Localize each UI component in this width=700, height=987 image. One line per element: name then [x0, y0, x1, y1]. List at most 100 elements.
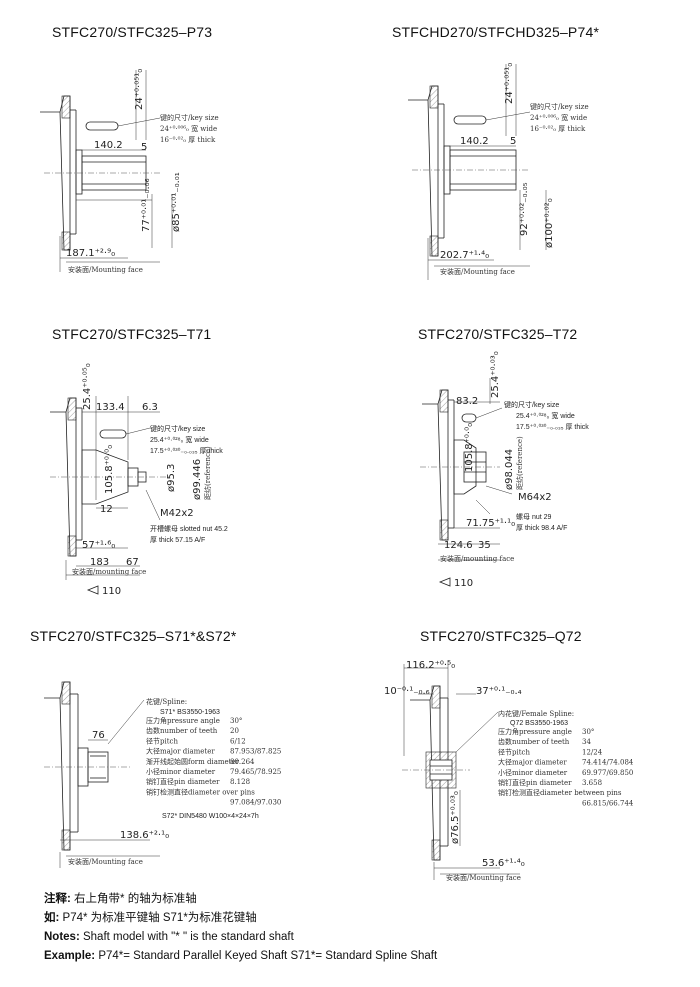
s71-spline-value: 20 [230, 727, 239, 735]
drawing-p73: 24⁺⁰·⁰⁵¹₀ 键的尺寸/key size 24⁺⁰·⁰⁰⁶₀ 宽 wide… [40, 69, 219, 274]
p73-dim-len: 140.2 [94, 140, 123, 151]
s71-spline-label: 销钉直径pin diameter [146, 777, 220, 786]
note-4-label: Example: [44, 950, 96, 962]
q72-dim-765: ø76.5⁺⁰·⁰³₀ [450, 791, 461, 844]
t71-dim-183: 183 [90, 557, 109, 568]
s71-spline-label: 齿数number of teeth [146, 726, 218, 735]
q72-dim-10: 10⁻⁰·¹₋₀.₆ [384, 686, 430, 697]
p73-key-size: 键的尺寸/key size [160, 113, 219, 122]
t72-dim-98: ø98.044 [504, 449, 515, 490]
t72-key-thick: 17.5⁺⁰·⁰³⁰₋₀.₀₃₅ 厚 thick [516, 423, 589, 431]
s71-spline-label: 压力角pressure angle [146, 716, 220, 725]
q72-spline-label: 小径minor diameter [498, 768, 568, 777]
q72-spline-value: 66.815/66.744 [582, 799, 634, 807]
q72-dim-536: 53.6⁺¹·⁴₀ [482, 858, 525, 869]
t72-dim-7175: 71.75⁺¹·¹₀ [466, 518, 515, 529]
t71-thread: M42x2 [160, 508, 194, 519]
q72-mount: 安装面/Mounting face [446, 873, 521, 882]
q72-spline-label: 大径major diameter [498, 758, 567, 767]
note-line-2: 如: P74* 为标准平键轴 S71*为标准花键轴 [44, 909, 437, 928]
p74-dim-base: 202.7⁺¹·⁴₀ [440, 250, 489, 261]
t72-dim-98-note: 距纺(reference) [515, 436, 524, 490]
q72-spline-label: 压力角pressure angle [498, 727, 572, 736]
note-line-1: 注释: 右上角带* 的轴为标准轴 [44, 890, 437, 909]
s71-spline-value: 80.264 [230, 758, 255, 766]
p73-dim-dia: ø85⁺⁰·⁰¹₋₀.₀₁ [171, 172, 182, 232]
s71-spline-label: 渐开线起始圆form diameter [146, 757, 240, 766]
t71-dim-67: 67 [126, 557, 139, 568]
q72-spline-value: 30° [582, 728, 594, 736]
q72-spline-label: 齿数number of teeth [498, 737, 570, 746]
q72-dim-1162: 116.2⁺⁰·⁵₀ [406, 660, 455, 671]
p74-key-wide: 24⁺⁰·⁰⁰⁶₀ 宽 wide [530, 113, 587, 122]
t72-thread: M64x2 [518, 492, 552, 503]
t72-dim-105: 105.8⁺⁰·⁰₀ [464, 423, 475, 472]
p74-dim-5: 5 [510, 136, 516, 147]
note-4-text: P74*= Standard Parallel Keyed Shaft S71*… [95, 950, 438, 962]
t72-dim-832: 83.2 [456, 396, 478, 407]
t72-taper: 110 [454, 578, 473, 589]
t71-taper-icon [86, 585, 99, 595]
drawing-q72: 116.2⁺⁰·⁵₀ 10⁻⁰·¹₋₀.₆ 37⁺⁰·¹₋₀.₄ 内花键/Fem… [384, 660, 634, 882]
note-2-text: P74* 为标准平键轴 S71*为标准花键轴 [59, 912, 257, 924]
t71-dim-133: 133.4 [96, 402, 125, 413]
p74-dim-len: 140.2 [460, 136, 489, 147]
p74-dim-92: 92⁺⁰·⁰²₋₀.₀₅ [519, 182, 530, 236]
s71-spline-label: 径节pitch [146, 736, 178, 745]
t71-dim-12: 12 [100, 504, 113, 515]
title-t71: STFC270/STFC325–T71 [52, 326, 212, 342]
t72-key-wide: 25.4⁺⁰·⁰²⁸₀ 宽 wide [516, 411, 575, 420]
t71-key-wide: 25.4⁺⁰·⁰²⁸₀ 宽 wide [150, 435, 209, 444]
p73-mount: 安装面/Mounting face [68, 265, 143, 274]
t71-dim-57: 57⁺¹·⁶₀ [82, 540, 115, 551]
drawing-p74: 24⁺⁰·⁰⁵¹₀ 键的尺寸/key size 24⁺⁰·⁰⁰⁶₀ 宽 wide… [408, 63, 589, 280]
q72-spline-label: 销钉检测直径diameter between pins [498, 788, 622, 797]
title-q72: STFC270/STFC325–Q72 [420, 628, 582, 644]
q72-dim-37: 37⁺⁰·¹₋₀.₄ [476, 686, 522, 697]
note-3-text: Shaft model with "* " is the standard sh… [79, 931, 294, 943]
q72-spline-head: 内花键/Female Spline: [498, 709, 574, 718]
s71-spline-label: 大径major diameter [146, 747, 215, 756]
s71-spline-value: 30° [230, 717, 242, 725]
t72-dim-1246: 124.6 [444, 540, 473, 551]
s71-spline-label: 销钉检测直径diameter over pins [146, 787, 255, 796]
s72-std: S72* DIN5480 W100×4×24×7h [162, 813, 259, 820]
p74-dim-top: 24⁺⁰·⁰⁵¹₀ [504, 63, 515, 104]
t72-nut: 螺母 nut 29 [516, 512, 552, 521]
p73-dim-77: 77⁺⁰·⁰¹₋₀.₀₆ [141, 178, 152, 232]
s71-spline-value: 8.128 [230, 778, 250, 786]
p73-dim-top: 24⁺⁰·⁰⁵¹₀ [134, 69, 145, 110]
title-p74: STFCHD270/STFCHD325–P74* [392, 24, 600, 40]
t71-nut-thick: 厚 thick 57.15 A/F [150, 536, 205, 544]
t71-dim-99: ø99.446 [192, 459, 203, 500]
q72-spline-label: 销钉直径pin diameter [498, 778, 572, 787]
p73-dim-5: 5 [141, 142, 147, 153]
t71-dim-99-note: 距纺(reference) [203, 446, 212, 500]
notes-block: 注释: 右上角带* 的轴为标准轴 如: P74* 为标准平键轴 S71*为标准花… [44, 890, 437, 966]
s71-spline-head: 花键/Spline: [146, 697, 187, 706]
t71-dim-63: 6.3 [142, 402, 158, 413]
p73-key-thick: 16⁻⁰·⁰²₀ 厚 thick [160, 136, 216, 144]
t72-taper-icon [438, 577, 451, 587]
q72-spline-value: 69.977/69.850 [582, 769, 633, 777]
s71-spline-value: 97.084/97.030 [230, 799, 281, 807]
drawing-s71: 76 花键/Spline: S71* BS3550-1963 压力角pressu… [44, 681, 281, 868]
t71-dim-top: 25.4⁺⁰·⁰⁵₀ [82, 363, 93, 410]
q72-spline-value: 12/24 [582, 748, 603, 756]
s71-spline-value: 79.465/78.925 [230, 768, 281, 776]
s71-spline-value: 6/12 [230, 737, 246, 745]
note-1-text: 右上角带* 的轴为标准轴 [70, 893, 197, 905]
note-line-3: Notes: Shaft model with "* " is the stan… [44, 928, 437, 947]
t71-mount: 安装面/mounting face [72, 567, 146, 576]
note-2-label: 如: [44, 912, 60, 924]
t71-dim-95: ø95.3 [166, 464, 177, 492]
p74-key-thick: 16⁻⁰·⁰²₀ 厚 thick [530, 125, 586, 133]
p74-dim-dia: ø100⁺⁰·⁰²₀ [544, 198, 555, 248]
note-3-label: Notes: [44, 931, 80, 943]
t72-dim-35: 35 [478, 540, 491, 551]
q72-spline-label: 径节pitch [498, 747, 530, 756]
t72-key-size: 键的尺寸/key size [504, 400, 559, 409]
